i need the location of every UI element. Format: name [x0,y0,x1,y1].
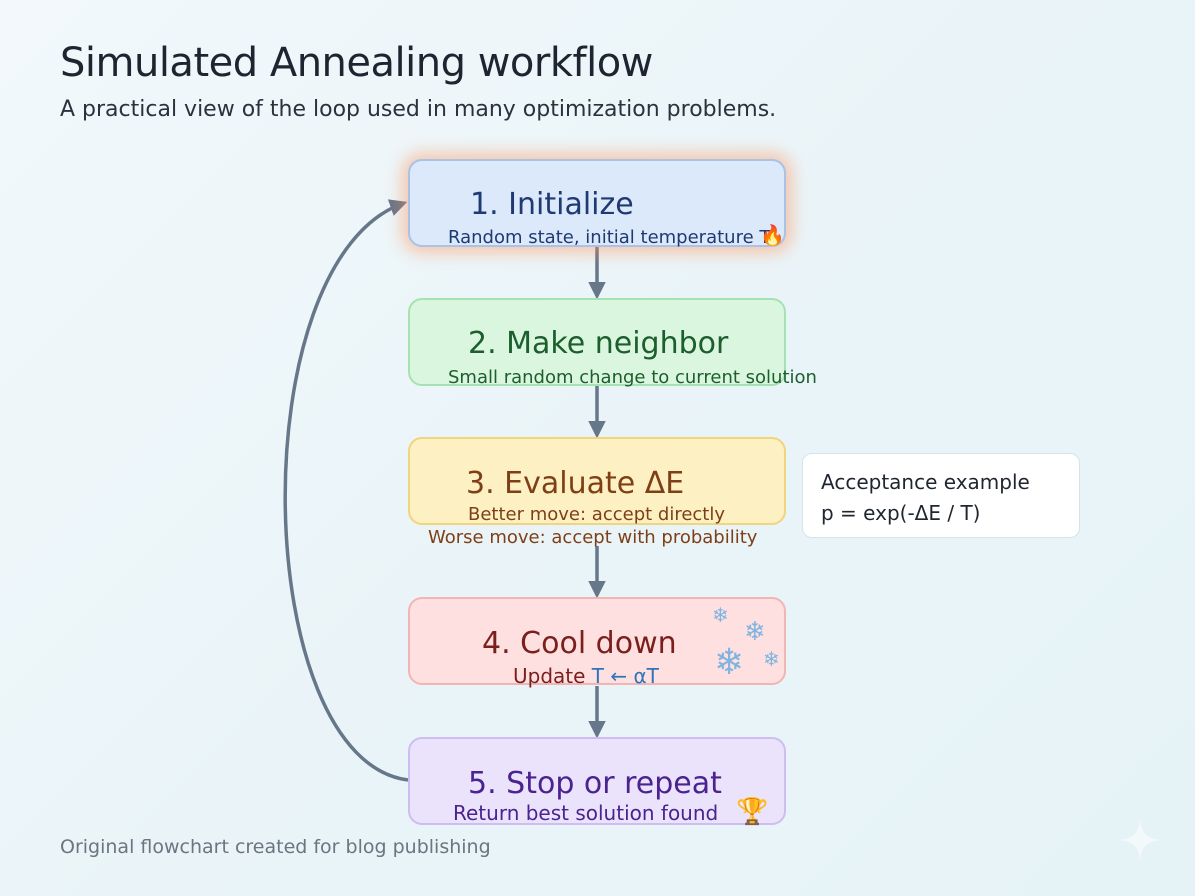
step-make-neighbor: 2. Make neighbor Small random change to … [408,298,817,388]
step-description: Random state, initial temperature T [448,227,771,248]
snowflake-icon: ❄ [712,603,729,627]
fire-icon: 🔥 [760,223,785,247]
step-description: Return best solution found [453,801,719,825]
trophy-icon: 🏆 [736,797,769,827]
step-title: 2. Make neighbor [468,326,729,361]
note-title: Acceptance example [821,470,1030,494]
page-title: Simulated Annealing workflow [60,40,653,86]
snowflake-icon: ❄ [714,642,745,683]
footer-note: Original flowchart created for blog publ… [60,836,491,858]
step-description-prefix: Update [513,664,592,688]
step-description: Small random change to current solution [448,367,817,388]
step-cool-down: 4. Cool down Update T ← αT ❄ ❄ ❄ ❄ [408,597,786,688]
step-description-line2: Worse move: accept with probability [428,527,758,548]
page-subtitle: A practical view of the loop used in man… [60,97,777,122]
step-title: 3. Evaluate ΔE [466,466,685,501]
sparkle-icon [1120,820,1160,860]
acceptance-note: Acceptance example p = exp(-ΔE / T) [802,453,1080,538]
step-evaluate: 3. Evaluate ΔE Better move: accept direc… [408,437,786,548]
note-formula: p = exp(-ΔE / T) [821,501,981,525]
step-title: 1. Initialize [470,187,634,222]
loop-back-arrow [283,199,409,782]
step-initialize: 1. Initialize Random state, initial temp… [408,159,786,248]
step-description-line1: Better move: accept directly [468,504,726,525]
step-title: 5. Stop or repeat [468,766,722,801]
snowflake-icon: ❄ [744,617,766,647]
cooling-formula: T ← αT [591,664,659,688]
step-title: 4. Cool down [482,626,677,661]
step-stop-or-repeat: 5. Stop or repeat Return best solution f… [408,737,786,825]
snowflake-icon: ❄ [763,647,780,671]
step-description: Update T ← αT [513,664,659,688]
